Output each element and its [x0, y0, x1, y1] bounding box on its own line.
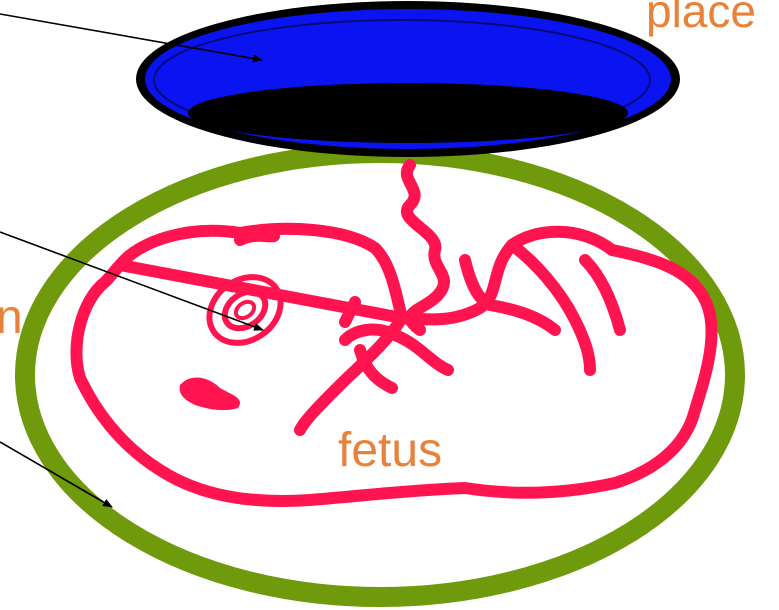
label-fetus: fetus [338, 424, 442, 477]
label-left-partial: n [0, 291, 23, 344]
ear-detail [240, 236, 274, 240]
placenta-underside [188, 83, 628, 143]
umbilical-cord [407, 165, 444, 330]
foot [585, 260, 620, 330]
mouth [180, 378, 240, 411]
placenta [136, 1, 680, 157]
label-placenta: place [646, 0, 756, 37]
